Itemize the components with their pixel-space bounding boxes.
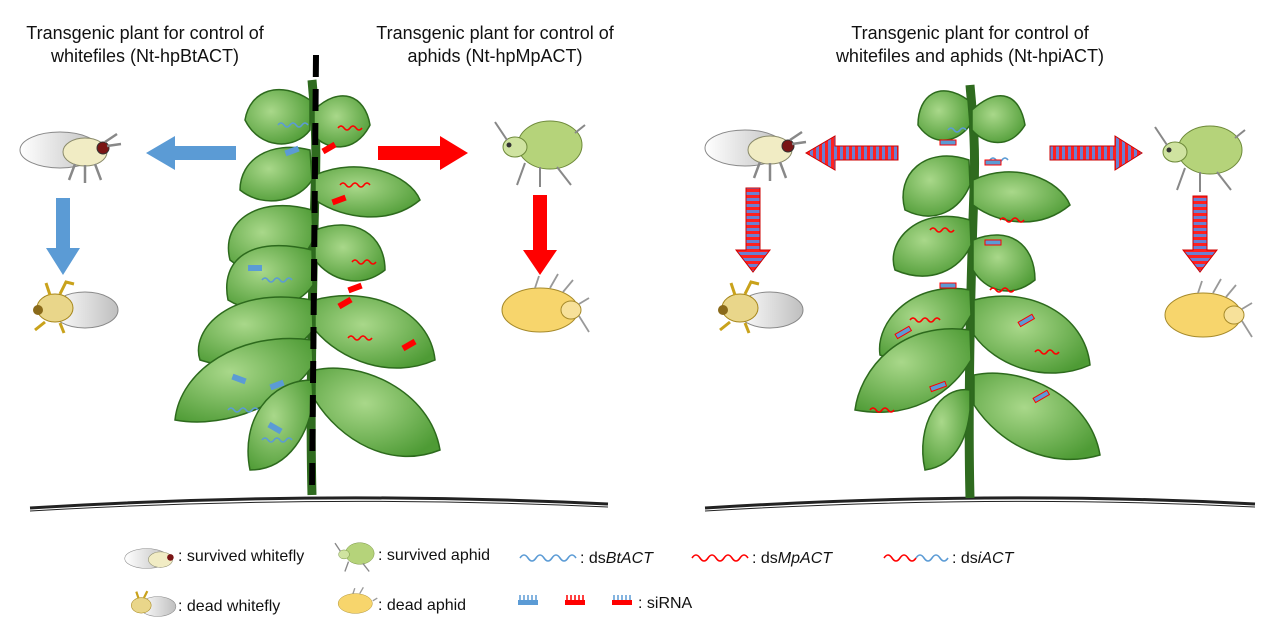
title-line: aphids (Nt-hpMpACT) bbox=[407, 46, 583, 66]
legend-survived-aphid: : survived aphid bbox=[378, 547, 491, 564]
legend-dead-whitefly-icon bbox=[131, 590, 177, 617]
legend-ds-prefix: : ds bbox=[952, 550, 978, 567]
title-line: whitefiles and aphids (Nt-hpiACT) bbox=[835, 46, 1105, 66]
legend-ds-i-gene: iACT bbox=[977, 550, 1014, 567]
legend-dead-whitefly: : dead whitefly bbox=[178, 598, 281, 615]
legend-ds-prefix: : ds bbox=[752, 550, 778, 567]
legend-dsrna-bt-icon bbox=[519, 554, 577, 562]
whitefly-icon bbox=[704, 129, 807, 181]
legend-ds-mp-gene: MpACT bbox=[777, 550, 833, 567]
legend-dead-aphid-icon bbox=[337, 586, 378, 614]
right-plant bbox=[854, 84, 1101, 499]
dead-aphid-icon bbox=[1164, 278, 1253, 338]
legend-whitefly-icon bbox=[124, 548, 174, 569]
legend-sirna: : siRNA bbox=[638, 595, 693, 612]
legend-dsrna-i: : dsiACT bbox=[952, 549, 1013, 569]
legend-sirna-icon bbox=[518, 595, 632, 605]
left-plant bbox=[174, 54, 441, 496]
legend-survived-whitefly: : survived whitefly bbox=[178, 548, 305, 565]
whitefly-icon bbox=[19, 131, 122, 183]
legend-aphid-icon bbox=[334, 542, 375, 572]
title-line: Transgenic plant for control of bbox=[26, 23, 264, 43]
panel-title-combined: Transgenic plant for control of whitefil… bbox=[800, 22, 1140, 68]
title-line: Transgenic plant for control of bbox=[376, 23, 614, 43]
legend-dsrna-bt: : dsBtACT bbox=[580, 549, 653, 569]
dead-whitefly-icon bbox=[33, 280, 119, 334]
legend-ds-bt-gene: BtACT bbox=[605, 550, 653, 567]
legend-dsrna-i-icon bbox=[883, 554, 949, 562]
legend-dsrna-mp-icon bbox=[691, 554, 749, 562]
title-line: whitefiles (Nt-hpBtACT) bbox=[50, 46, 240, 66]
title-line: Transgenic plant for control of bbox=[851, 23, 1089, 43]
legend-dsrna-mp: : dsMpACT bbox=[752, 549, 832, 569]
dead-whitefly-icon bbox=[718, 280, 804, 334]
aphid-icon bbox=[494, 120, 586, 187]
aphid-icon bbox=[1154, 125, 1246, 192]
legend-dead-aphid: : dead aphid bbox=[378, 597, 467, 614]
panel-title-aphid: Transgenic plant for control of aphids (… bbox=[350, 22, 640, 68]
arrow-icon bbox=[46, 136, 557, 275]
dead-aphid-icon bbox=[501, 273, 590, 333]
panel-title-whitefly: Transgenic plant for control of whitefil… bbox=[0, 22, 290, 68]
arrow-icon bbox=[734, 135, 1219, 273]
legend-ds-prefix: : ds bbox=[580, 550, 606, 567]
